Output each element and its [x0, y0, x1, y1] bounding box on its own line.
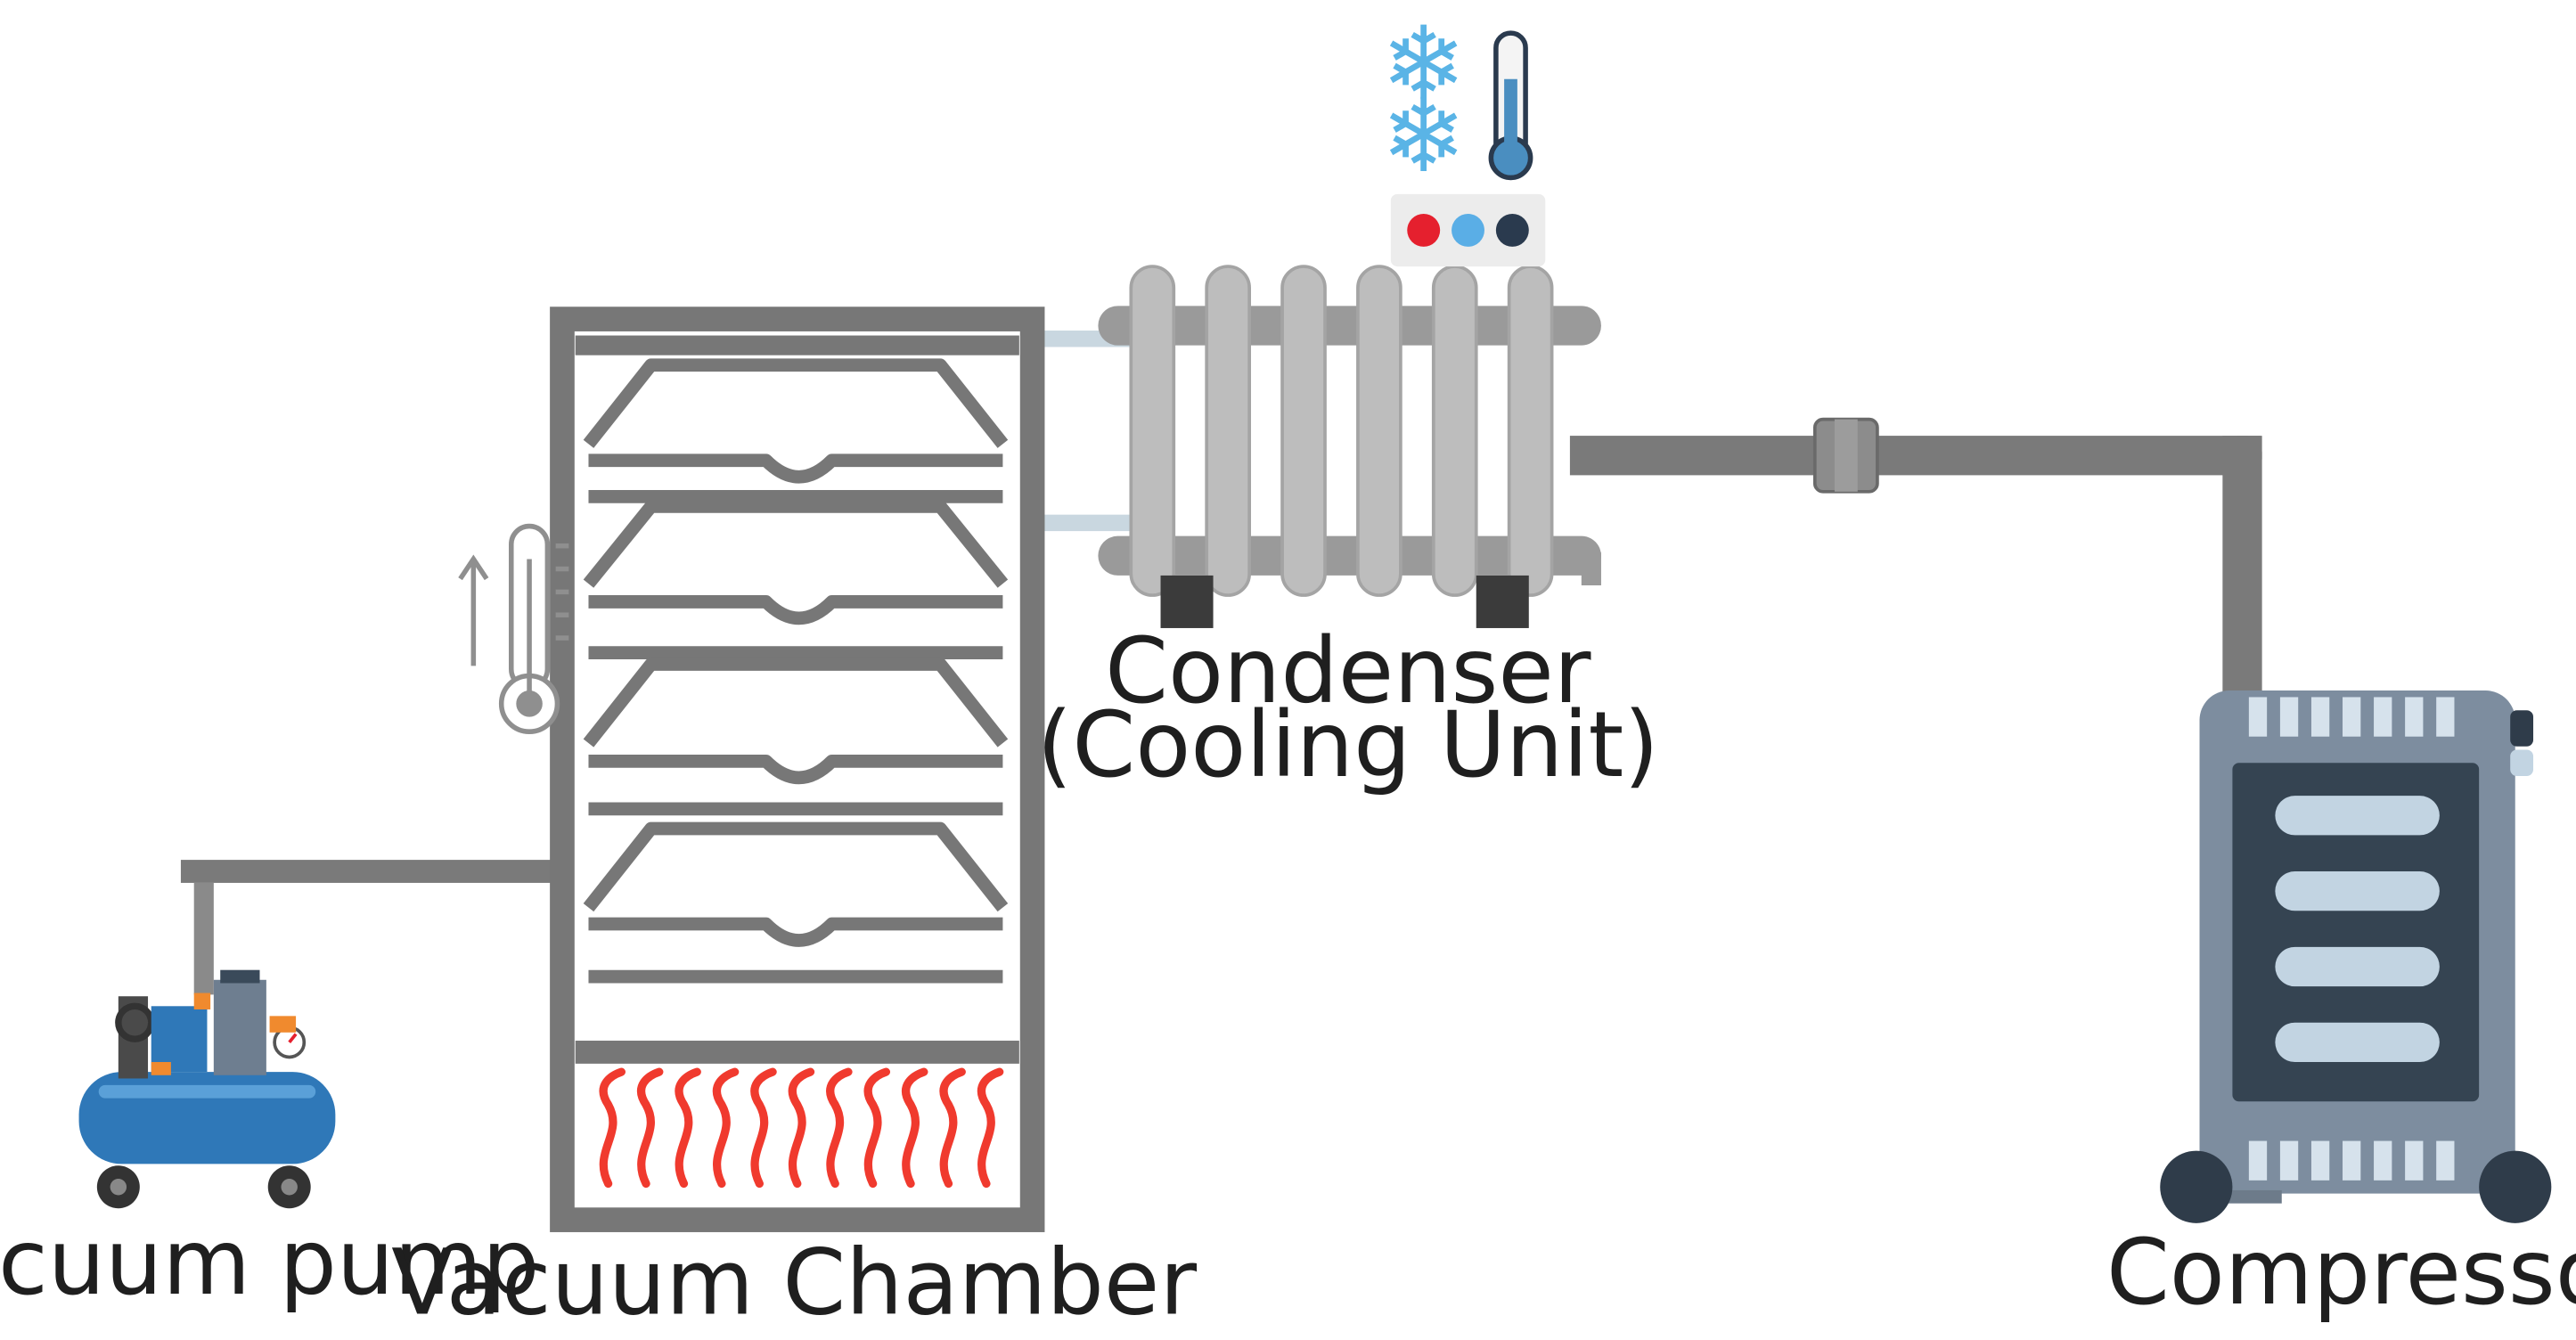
- indicator-red: [1407, 214, 1441, 247]
- vacuum-chamber: [550, 306, 1045, 1232]
- thermometer-cold-icon: [1488, 30, 1533, 181]
- compressor-wheel: [2479, 1150, 2552, 1223]
- compressor-top-vents: [2248, 697, 2455, 737]
- pipe-chamber-to-condenser: [1032, 331, 1134, 532]
- vacuum-chamber-label: Vacuum Chamber: [391, 1230, 1197, 1335]
- indicator-blue: [1452, 214, 1484, 247]
- condenser-control-panel: [1390, 193, 1546, 267]
- compressor-bottom-vents: [2248, 1140, 2455, 1181]
- compressor-label: Compressor: [2106, 1220, 2576, 1325]
- thermometer-rising-icon: [458, 523, 569, 734]
- snowflake-icon: ❄: [1381, 4, 1467, 123]
- vacuum-pump-label: Vacuum pump: [0, 1210, 539, 1315]
- pipe-pump-to-chamber: [180, 860, 562, 995]
- condenser-label: Condenser: [1105, 618, 1591, 723]
- snowflake-icon: ❄: [1381, 77, 1467, 195]
- pipe-condenser-to-compressor: [1569, 417, 2262, 699]
- indicator-navy: [1495, 214, 1529, 247]
- condenser-radiator: [1098, 265, 1601, 628]
- vacuum-pump-icon: [78, 969, 336, 1209]
- compressor: [2160, 690, 2552, 1223]
- cooling-unit-label: (Cooling Unit): [1037, 692, 1659, 797]
- compressor-slots: [2275, 796, 2440, 1063]
- heater-waves: [599, 1067, 1004, 1189]
- compressor-wheel: [2160, 1150, 2233, 1223]
- chamber-shelves: [583, 358, 1009, 984]
